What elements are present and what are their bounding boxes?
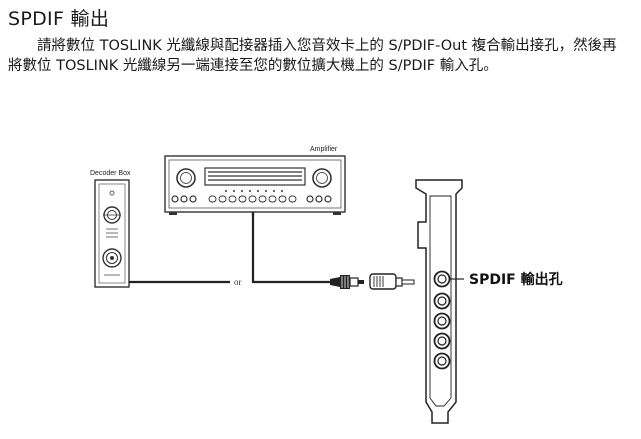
decoder-box-device [94, 179, 130, 288]
audio-jacks [433, 292, 451, 370]
spdif-port-label: SPDIF 輸出孔 [469, 271, 563, 288]
amplifier-device [164, 155, 346, 215]
amplifier-label: Amplifier [310, 146, 338, 153]
mini-optical-adapter [369, 273, 415, 290]
toslink-plug [330, 275, 364, 289]
instruction-paragraph: 請將數位 TOSLINK 光纖線與配接器插入您音效卡上的 S/PDIF-Out … [8, 38, 617, 74]
or-label: or [234, 277, 242, 287]
decoder-box-label: Decoder Box [90, 170, 131, 177]
spdif-out-jack [433, 270, 451, 288]
section-title: SPDIF 輸出 [8, 8, 110, 30]
optical-cables [129, 212, 330, 284]
